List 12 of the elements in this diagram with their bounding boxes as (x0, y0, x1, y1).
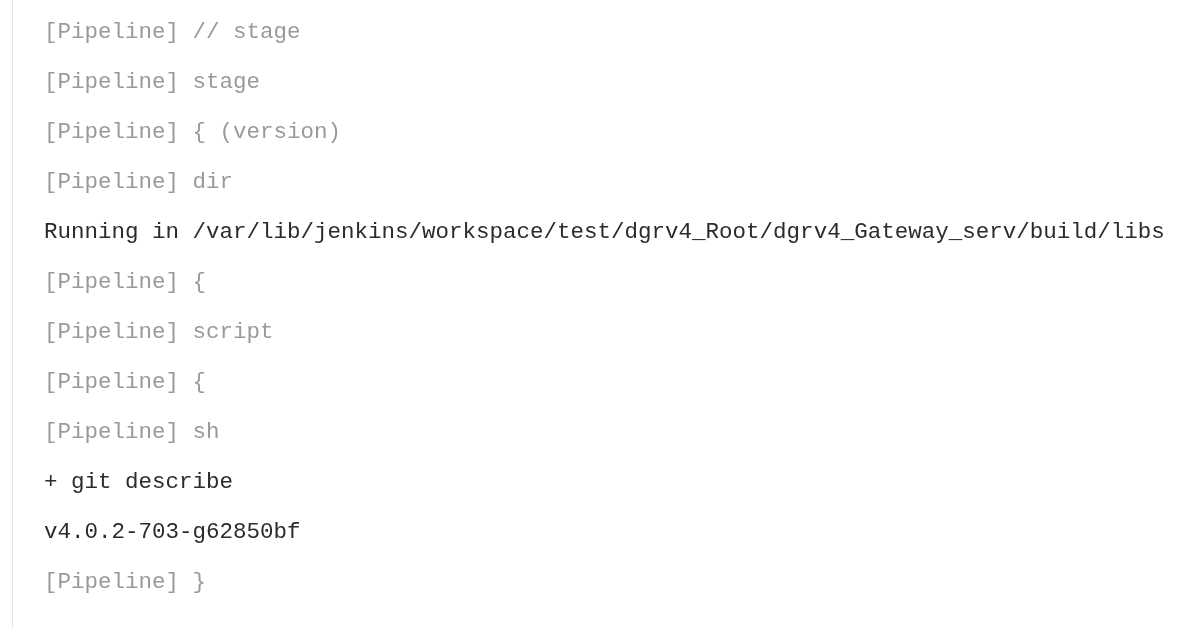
console-line: [Pipeline] script (44, 318, 274, 347)
console-line: + git describe (44, 468, 234, 497)
console-line: [Pipeline] } (44, 568, 207, 597)
console-line: [Pipeline] dir (44, 168, 234, 197)
console-line: v4.0.2-703-g62850bf (44, 518, 301, 547)
console-line: [Pipeline] sh (44, 418, 220, 447)
console-line: [Pipeline] { (44, 368, 207, 397)
console-line: [Pipeline] stage (44, 68, 261, 97)
console-line: [Pipeline] { (version) (44, 118, 342, 147)
console-line: Running in /var/lib/jenkins/workspace/test/dgrv4_Root/dgrv4_Gateway_serv/build/libs (44, 218, 1165, 247)
console-line: [Pipeline] // stage (44, 18, 301, 47)
console-line: [Pipeline] { (44, 268, 207, 297)
